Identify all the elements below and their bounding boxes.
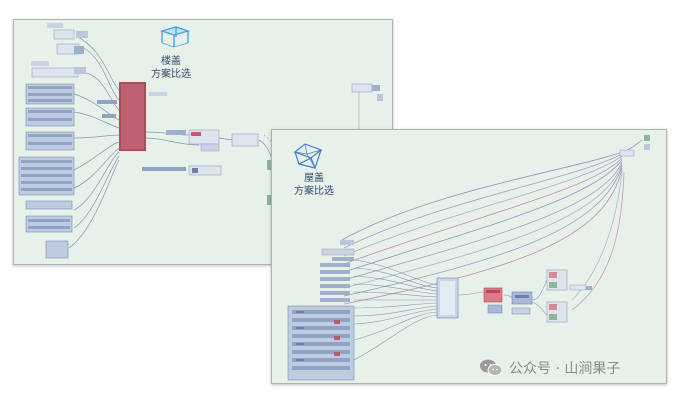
wechat-icon: [480, 359, 503, 376]
roof-canvas-panel[interactable]: 屋盖 方案比选: [271, 129, 667, 384]
floor-title-line1: 楼盖: [161, 56, 181, 67]
watermark: 公众号 · 山涧果子: [479, 356, 669, 380]
roof-title: 屋盖 方案比选: [283, 172, 345, 198]
roof-title-line1: 屋盖: [304, 173, 324, 184]
floor-node-graph: [18, 23, 383, 259]
floor-title: 楼盖 方案比选: [142, 55, 200, 81]
floor-title-icon: [159, 26, 191, 48]
roof-title-icon: [293, 143, 323, 170]
roof-node-graph: [287, 135, 650, 381]
watermark-text: 公众号 · 山涧果子: [509, 361, 621, 377]
floor-title-line2: 方案比选: [151, 69, 191, 80]
roof-title-line2: 方案比选: [294, 186, 334, 197]
